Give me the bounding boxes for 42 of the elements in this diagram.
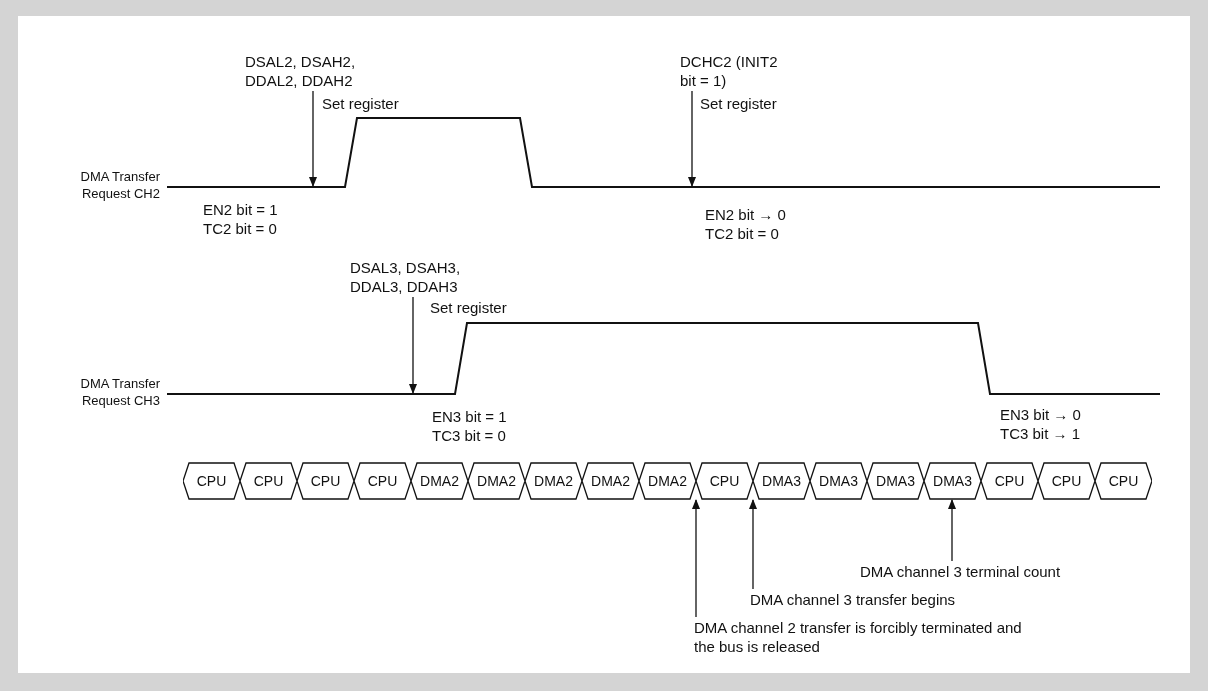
bus-cycle-hexagon: CPU: [696, 462, 753, 500]
annotation-text: DSAL2, DSAH2, DDAL2, DDAH2: [245, 52, 395, 90]
signal-note: TC2 bit = 0: [203, 219, 278, 238]
annotation-text: DCHC2 (INIT2 bit = 1): [680, 52, 788, 90]
bus-cycle-hexagon: CPU: [1038, 462, 1095, 500]
signal-note: EN2 bit → 0: [705, 205, 787, 224]
arrow: [409, 296, 417, 394]
annotation-text: DMA channel 3 transfer begins: [750, 590, 990, 609]
annotation-text: DSAL3, DSAH3, DDAL3, DDAH3: [350, 258, 500, 296]
signal-note: EN3 bit = 1: [432, 407, 508, 426]
annotation-text: DMA channel 2 transfer is forcibly terminated and the bus is released: [694, 618, 1039, 656]
signal-note: Set register: [430, 298, 508, 317]
bus-cycle-hexagon: CPU: [240, 462, 297, 500]
arrow: [948, 499, 956, 562]
bus-cycle-hexagon: DMA3: [810, 462, 867, 500]
signal-note: TC2 bit = 0: [705, 224, 780, 243]
signal-note: EN3 bit → 0: [1000, 405, 1082, 424]
bus-cycle-hexagon: DMA2: [525, 462, 582, 500]
signal-name: DMA Transfer Request CH2: [79, 168, 160, 202]
bus-cycle-hexagon: CPU: [297, 462, 354, 500]
bus-cycle-hexagon: DMA2: [639, 462, 696, 500]
arrow: [309, 90, 317, 187]
arrow: [749, 499, 757, 590]
signal-note: Set register: [322, 94, 400, 113]
bus-cycle-hexagon: CPU: [183, 462, 240, 500]
bus-cycle-hexagon: CPU: [1095, 462, 1152, 500]
signal-name: DMA Transfer Request CH3: [79, 375, 160, 409]
annotation-text: DMA channel 3 terminal count: [860, 562, 1090, 581]
bus-cycle-hexagon: CPU: [354, 462, 411, 500]
bus-cycle-hexagon: DMA2: [468, 462, 525, 500]
arrow: [692, 499, 700, 618]
bus-cycle-hexagon: DMA2: [582, 462, 639, 500]
bus-cycle-hexagon: DMA3: [924, 462, 981, 500]
bus-cycle-hexagon: DMA2: [411, 462, 468, 500]
signal-note: TC3 bit → 1: [1000, 424, 1082, 443]
signal-note: Set register: [700, 94, 778, 113]
bus-cycle-hexagon: DMA3: [867, 462, 924, 500]
signal-note: TC3 bit = 0: [432, 426, 507, 445]
bus-cycle-hexagon: DMA3: [753, 462, 810, 500]
bus-cycle-hexagon: CPU: [981, 462, 1038, 500]
signal-note: EN2 bit = 1: [203, 200, 279, 219]
arrow: [688, 90, 696, 187]
